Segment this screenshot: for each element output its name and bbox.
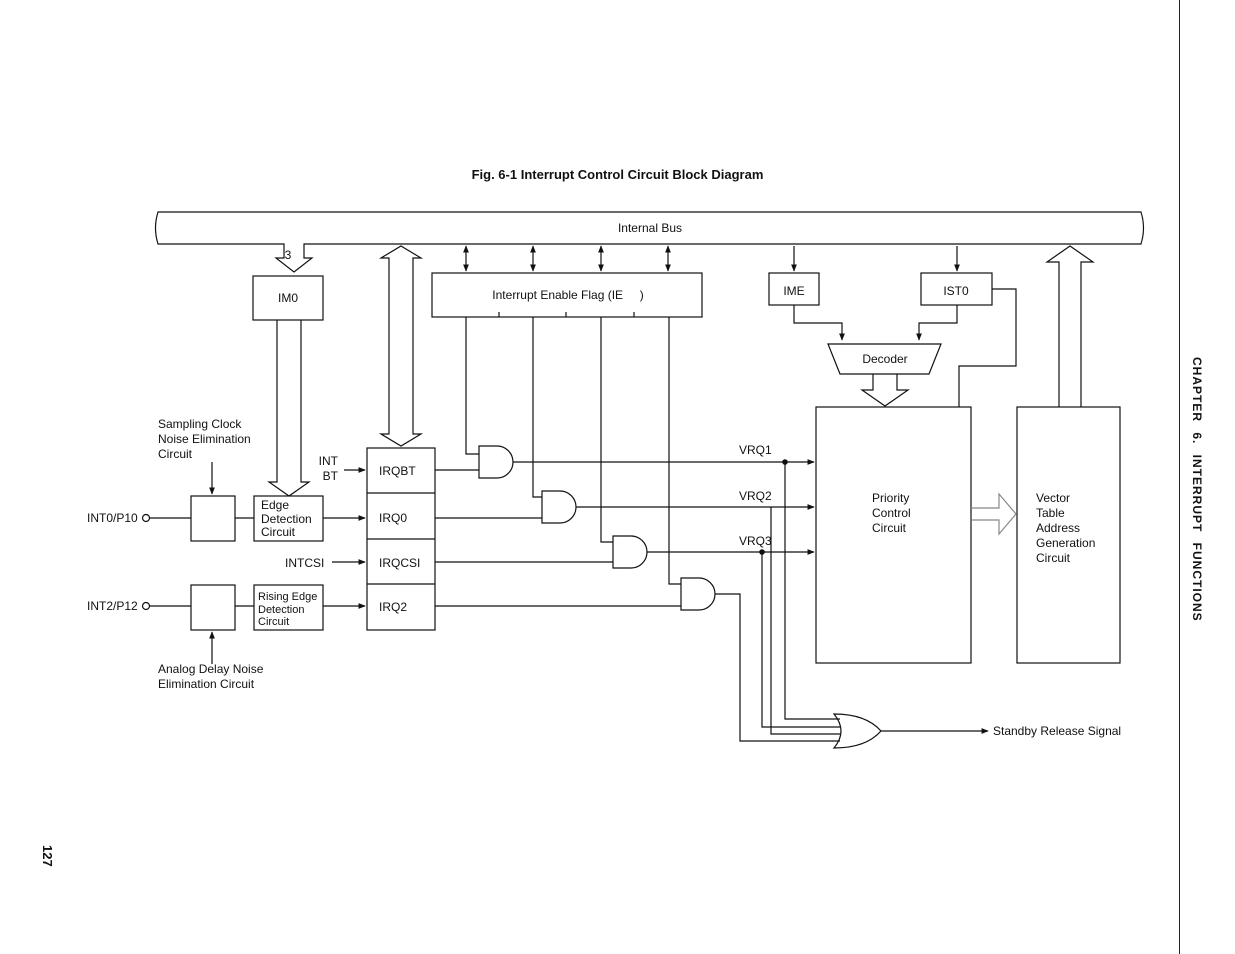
irq-label-2: IRQ2	[379, 600, 407, 614]
rising-label-2: Detection	[258, 604, 304, 616]
internal-bus	[154, 211, 1145, 273]
int0-label: INT0/P10	[87, 511, 138, 525]
bus-label: Internal Bus	[618, 221, 682, 235]
int0-pin	[141, 513, 151, 523]
analog-label-1: Analog Delay Noise	[158, 662, 264, 676]
priority-label-1: Priority	[872, 491, 909, 505]
irq-label-csi: IRQCSI	[379, 556, 420, 570]
or-gate	[832, 713, 882, 749]
sampling-label-2: Noise Elimination	[158, 432, 251, 446]
priority-label-2: Control	[872, 506, 911, 520]
rising-label-3: Circuit	[258, 616, 289, 628]
ist0-label: IST0	[943, 284, 969, 298]
decoder-arrow	[860, 374, 910, 407]
bus-width-mark: 3	[285, 248, 292, 262]
vector-label-2: Table	[1036, 506, 1065, 520]
edge-label-1: Edge	[261, 498, 289, 512]
int2-pin	[141, 601, 151, 611]
im0-label: IM0	[278, 291, 298, 305]
sampling-label-1: Sampling Clock	[158, 417, 242, 431]
vrq3-label: VRQ3	[739, 534, 772, 548]
irq-bus-arrow	[378, 245, 424, 447]
intbt-label-2: BT	[323, 469, 339, 483]
priority-control-circuit	[815, 406, 972, 664]
figure-title: Fig. 6-1 Interrupt Control Circuit Block…	[471, 167, 764, 182]
sampling-label-3: Circuit	[158, 447, 193, 461]
chapter-header: CHAPTER 6. INTERRUPT FUNCTIONS	[1190, 357, 1204, 622]
irq-label-bt: IRQBT	[379, 464, 416, 478]
and-gate-3	[612, 535, 648, 569]
noise-filter-int0	[190, 495, 236, 542]
vrq2-label: VRQ2	[739, 489, 772, 503]
irq-label-0: IRQ0	[379, 511, 407, 525]
page-number: 127	[40, 845, 55, 867]
intbt-label-1: INT	[319, 454, 339, 468]
decoder-label: Decoder	[862, 352, 907, 366]
edge-label-2: Detection	[261, 512, 312, 526]
vector-label-1: Vector	[1036, 491, 1070, 505]
ie-label: Interrupt Enable Flag (IE )	[492, 288, 643, 302]
analog-label-2: Elimination Circuit	[158, 677, 255, 691]
rising-edge-circuit	[253, 584, 324, 631]
standby-label: Standby Release Signal	[993, 724, 1121, 738]
vector-table-circuit	[1016, 406, 1121, 664]
rising-label-1: Rising Edge	[258, 591, 317, 603]
and-gate-2	[541, 490, 577, 524]
vector-label-3: Address	[1036, 521, 1080, 535]
im0-register	[252, 275, 324, 321]
im0-arrow	[267, 320, 311, 497]
vector-label-5: Circuit	[1036, 551, 1071, 565]
int2-label: INT2/P12	[87, 599, 138, 613]
noise-filter-int2	[190, 584, 236, 631]
ime-label: IME	[783, 284, 804, 298]
and-gate-4	[680, 577, 716, 611]
and-gate-1	[478, 445, 514, 479]
decoder-block	[827, 343, 942, 375]
vector-bus-arrow	[1045, 245, 1095, 407]
intcsi-label: INTCSI	[285, 556, 324, 570]
priority-vector-arrow	[971, 492, 1017, 536]
margin-rule	[1179, 0, 1180, 954]
priority-label-3: Circuit	[872, 521, 907, 535]
vrq1-label: VRQ1	[739, 443, 772, 457]
ie-register	[431, 272, 703, 318]
vector-label-4: Generation	[1036, 536, 1095, 550]
edge-label-3: Circuit	[261, 525, 296, 539]
